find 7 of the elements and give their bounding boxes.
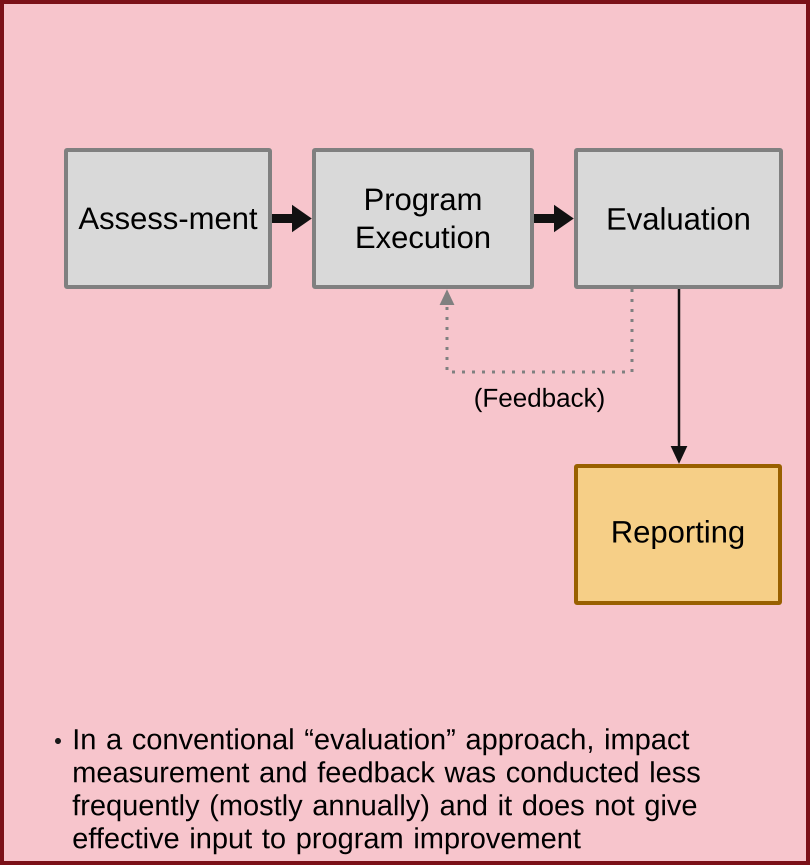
process-box: Evaluation [574, 148, 783, 289]
process-box: Assess-ment [64, 148, 272, 289]
process-box: Reporting [574, 464, 782, 605]
arrow [440, 289, 634, 374]
process-box: Program Execution [312, 148, 534, 289]
edge-label: (Feedback) [472, 386, 606, 414]
note-text: In a conventional “evaluation” approach, impact measurement and feedback was conducted less frequently (mostly annually) and it does not give effective input to program improvement [72, 728, 700, 854]
